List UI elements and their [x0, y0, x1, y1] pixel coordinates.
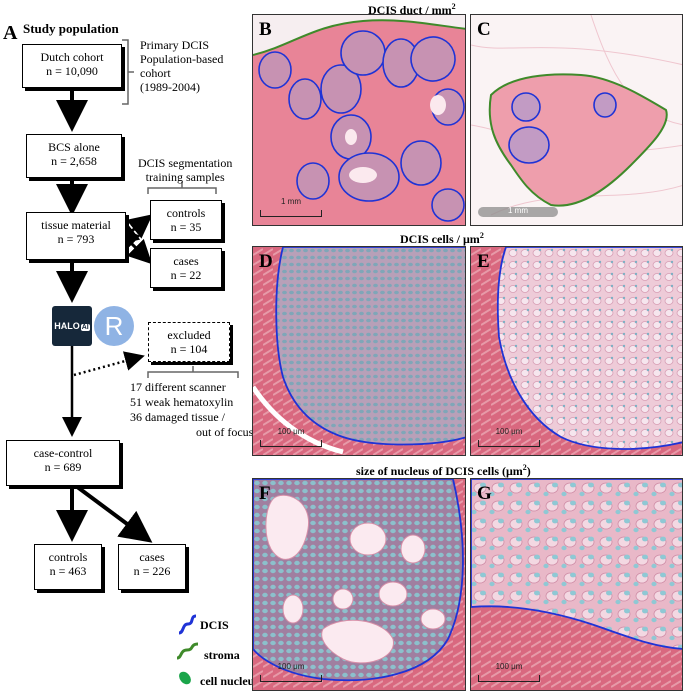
- cohort-note: Primary DCIS Population-based cohort (19…: [140, 38, 223, 94]
- excluded-box: excluded n = 104: [148, 322, 230, 362]
- cohort-box-line1: Dutch cohort: [40, 50, 104, 64]
- panel-c-scale-text: 1 mm: [508, 206, 528, 215]
- controls-training-line1: controls: [166, 206, 206, 220]
- excluded-reasons: 17 different scanner 51 weak hematoxylin…: [130, 380, 253, 440]
- panel-c-label: C: [477, 19, 491, 40]
- cells-title-sup: 2: [479, 231, 484, 240]
- panel-g-image: [471, 479, 682, 690]
- histology-panel-c: C 1 mm: [470, 14, 683, 226]
- panel-c-image: [471, 15, 682, 225]
- panel-c-scale-bar: 1 mm: [478, 206, 558, 217]
- panel-b-image: [253, 15, 465, 225]
- legend-dcis-label: DCIS: [200, 618, 229, 632]
- bcs-box: BCS alone n = 2,658: [26, 134, 122, 178]
- panel-g-scale-bar: 100 μm: [478, 662, 540, 682]
- histology-panel-f: F 100 μm: [252, 478, 466, 691]
- nucleus-title-sup: 2: [522, 463, 527, 472]
- legend-dcis-icon: [178, 614, 197, 635]
- panel-b-scale-bar: 1 mm: [260, 197, 322, 217]
- cells-title-main: DCIS cells / μm: [400, 232, 480, 246]
- cases-training-box: cases n = 22: [150, 248, 222, 288]
- r-logo: R: [94, 306, 134, 346]
- cases-box-line1: cases: [139, 550, 165, 564]
- panel-f-scale-bar: 100 μm: [260, 662, 322, 682]
- panel-f-image: [253, 479, 465, 690]
- histology-panel-d: D 100 μm: [252, 246, 466, 456]
- cases-box: cases n = 226: [118, 544, 186, 590]
- controls-training-line2: n = 35: [170, 220, 202, 234]
- panel-e-scale-bar: 100 μm: [478, 427, 540, 447]
- panel-b-scale-text: 1 mm: [281, 197, 301, 206]
- controls-box: controls n = 463: [34, 544, 102, 590]
- panel-d-scale-text: 100 μm: [277, 427, 305, 436]
- panel-d-label: D: [259, 251, 273, 272]
- histology-panel-b: B 1 mm: [252, 14, 466, 226]
- cases-training-line1: cases: [173, 254, 199, 268]
- histology-panel-g: G 100 μm: [470, 478, 683, 691]
- case-control-box: case-control n = 689: [6, 440, 120, 486]
- excluded-reason-1: 17 different scanner: [130, 380, 226, 394]
- duct-title-sup: 2: [451, 2, 456, 11]
- halo-logo-ai: AI: [80, 324, 90, 331]
- panel-e-label: E: [477, 251, 490, 272]
- cohort-box: Dutch cohort n = 10,090: [22, 44, 122, 88]
- cohort-note-line2: Population-based: [140, 52, 224, 66]
- case-control-line1: case-control: [33, 446, 93, 460]
- panel-d-image: [253, 247, 465, 455]
- legend-nucleus-icon: [179, 671, 191, 685]
- flowchart-arrows: [56, 39, 239, 543]
- flowchart-title: Study population: [23, 21, 119, 36]
- tissue-box-line1: tissue material: [41, 218, 111, 232]
- excluded-reason-4: out of focus: [196, 425, 254, 439]
- panel-b-label: B: [259, 19, 272, 40]
- panel-e-scale-text: 100 μm: [495, 427, 523, 436]
- cases-box-line2: n = 226: [133, 564, 171, 578]
- panel-f-scale-text: 100 μm: [277, 662, 305, 671]
- duct-title-main: DCIS duct / mm: [368, 3, 452, 17]
- excluded-box-line2: n = 104: [170, 342, 208, 356]
- case-control-line2: n = 689: [44, 460, 82, 474]
- cohort-box-line2: n = 10,090: [46, 64, 98, 78]
- cohort-note-line3: cohort: [140, 66, 171, 80]
- segmentation-note-line1: DCIS segmentation: [138, 156, 233, 170]
- segmentation-note: DCIS segmentation training samples: [138, 156, 232, 184]
- duct-section-title: DCIS duct / mm2: [368, 2, 456, 18]
- excluded-box-line1: excluded: [167, 328, 211, 342]
- controls-box-line1: controls: [48, 550, 88, 564]
- legend-stroma-icon: [176, 642, 199, 660]
- nucleus-section-title: size of nucleus of DCIS cells (μm2): [356, 463, 531, 479]
- panel-g-scale-text: 100 μm: [495, 662, 523, 671]
- histology-panel-e: E 100 μm: [470, 246, 683, 456]
- nucleus-title-main: size of nucleus of DCIS cells (μm: [356, 464, 523, 478]
- cohort-note-line1: Primary DCIS: [140, 38, 209, 52]
- cells-section-title: DCIS cells / μm2: [400, 231, 484, 247]
- controls-box-line2: n = 463: [49, 564, 87, 578]
- panel-a-label: A: [3, 22, 18, 44]
- bcs-box-line2: n = 2,658: [51, 154, 97, 168]
- tissue-box-line2: n = 793: [57, 232, 95, 246]
- panel-g-label: G: [477, 483, 492, 504]
- panel-f-label: F: [259, 483, 271, 504]
- panel-d-scale-bar: 100 μm: [260, 427, 322, 447]
- nucleus-title-end: ): [526, 464, 531, 478]
- cohort-note-line4: (1989-2004): [140, 80, 200, 94]
- segmentation-note-line2: training samples: [145, 170, 225, 184]
- legend-stroma-label: stroma: [204, 648, 240, 662]
- legend-nucleus-label: cell nucleus: [200, 674, 259, 688]
- cases-training-line2: n = 22: [170, 268, 202, 282]
- excluded-reason-2: 51 weak hematoxylin: [130, 395, 234, 409]
- halo-logo-text: HALO: [54, 321, 80, 331]
- excluded-reason-3: 36 damaged tissue /: [130, 410, 225, 424]
- panel-e-image: [471, 247, 682, 455]
- bcs-box-line1: BCS alone: [48, 140, 100, 154]
- controls-training-box: controls n = 35: [150, 200, 222, 240]
- tissue-box: tissue material n = 793: [26, 212, 126, 260]
